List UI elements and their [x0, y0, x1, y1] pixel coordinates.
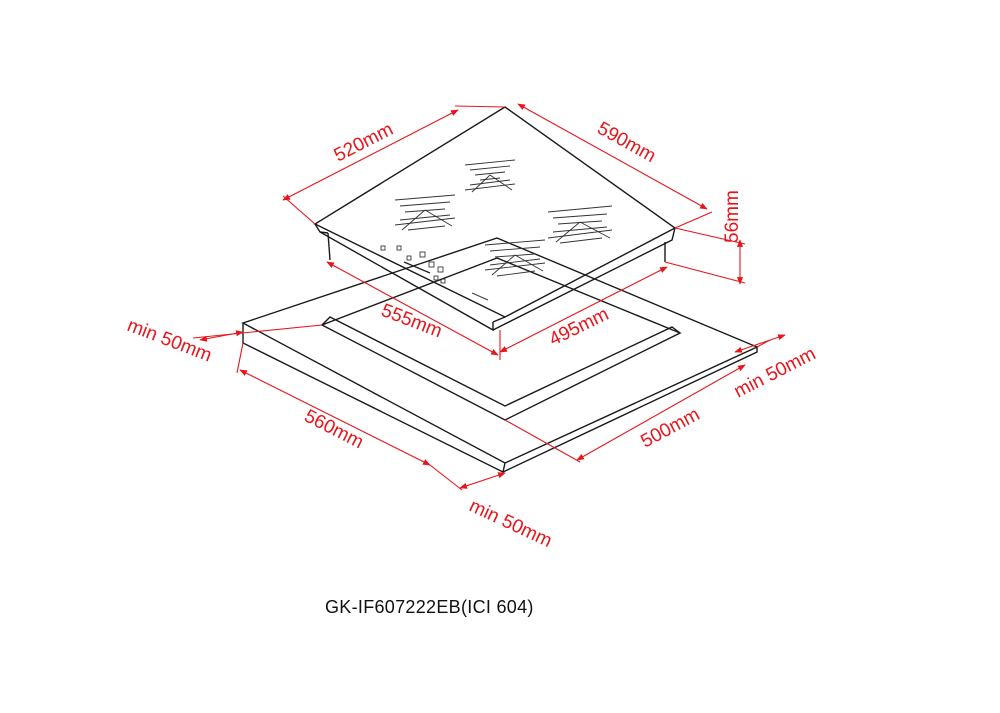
cooking-zone-right — [547, 205, 613, 244]
control-panel — [380, 245, 489, 301]
cooking-zone-left — [394, 194, 456, 231]
cutout-opening — [320, 257, 682, 421]
label-hob-height: 56mm — [722, 190, 743, 243]
label-hob-depth: 590mm — [594, 118, 660, 167]
label-hob-width: 520mm — [331, 119, 397, 166]
dimension-lines — [192, 103, 786, 491]
label-cutout-width: 555mm — [378, 300, 445, 342]
model-label: GK-IF607222EB(ICI 604) — [325, 597, 534, 617]
cooking-zone-back — [464, 159, 516, 193]
label-counter-width: 560mm — [301, 406, 367, 453]
label-clearance-front: min 50mm — [466, 495, 555, 552]
label-counter-depth: 500mm — [637, 404, 703, 452]
label-cutout-depth: 495mm — [546, 304, 612, 351]
label-clearance-left: min 50mm — [124, 315, 214, 366]
